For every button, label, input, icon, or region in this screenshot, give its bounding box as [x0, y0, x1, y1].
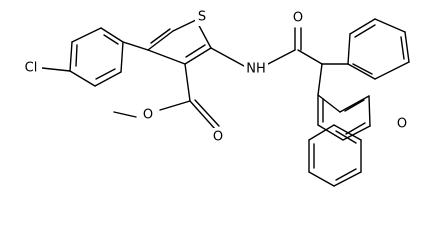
bond — [147, 30, 174, 51]
bond-phenyl-to-thiophene — [122, 41, 149, 51]
bond — [95, 68, 116, 80]
bond — [335, 130, 357, 144]
bond — [308, 171, 335, 187]
bond — [75, 44, 78, 67]
bond — [333, 124, 362, 141]
atom-labels: Cl S NH O O O O — [20, 8, 409, 146]
bond-to-chlorine — [41, 67, 71, 72]
bond — [368, 95, 371, 127]
bond — [317, 124, 344, 141]
bond — [404, 31, 410, 63]
bond — [354, 24, 376, 38]
bond — [344, 99, 365, 112]
bond — [345, 122, 366, 135]
bond — [335, 168, 357, 181]
bond — [333, 171, 362, 187]
bond — [159, 100, 191, 111]
bond — [400, 36, 405, 60]
bond — [267, 49, 296, 65]
bond — [185, 44, 206, 58]
bond — [71, 27, 102, 43]
amide-nh-label: NH — [246, 62, 266, 77]
chlorine-label: Cl — [25, 61, 38, 76]
methyl-ester-group — [113, 63, 220, 130]
bond — [210, 47, 245, 67]
bond — [94, 71, 122, 87]
bond — [317, 94, 341, 113]
xanthene-upper-ring — [347, 18, 410, 80]
bond — [100, 27, 124, 43]
bond — [184, 63, 191, 102]
thiophene-ring — [147, 19, 212, 65]
bond — [308, 124, 335, 141]
bond — [347, 33, 351, 65]
bond — [172, 19, 197, 32]
bond — [317, 63, 323, 96]
bond — [352, 63, 373, 75]
bond — [184, 47, 212, 65]
bond — [347, 63, 376, 80]
bond — [339, 95, 370, 113]
sulfur-label: S — [198, 10, 206, 25]
xanthene-oxygen-label: O — [397, 117, 407, 132]
bond — [120, 41, 124, 73]
bond — [103, 34, 119, 45]
xanthene-bottom-ring — [308, 124, 362, 187]
chemical-structure-diagram: Cl S NH O O O O — [20, 8, 410, 187]
xanthene-lower-ring — [317, 94, 371, 141]
ester-ether-oxygen-label: O — [143, 108, 153, 123]
ester-carbonyl-oxygen-label: O — [213, 130, 223, 145]
xanthene-central-ring — [317, 63, 376, 113]
bond — [147, 49, 186, 65]
bond — [349, 18, 376, 35]
bond — [69, 70, 96, 87]
amide-oxygen-label: O — [293, 11, 303, 26]
bond — [69, 41, 73, 72]
bond — [374, 18, 406, 33]
bond — [150, 28, 171, 44]
bond — [297, 49, 323, 65]
bond — [374, 61, 410, 80]
amide-linkage — [210, 27, 323, 67]
bond — [113, 111, 137, 118]
bond — [189, 100, 216, 130]
bond — [194, 99, 220, 127]
chlorophenyl-ring — [69, 27, 124, 87]
